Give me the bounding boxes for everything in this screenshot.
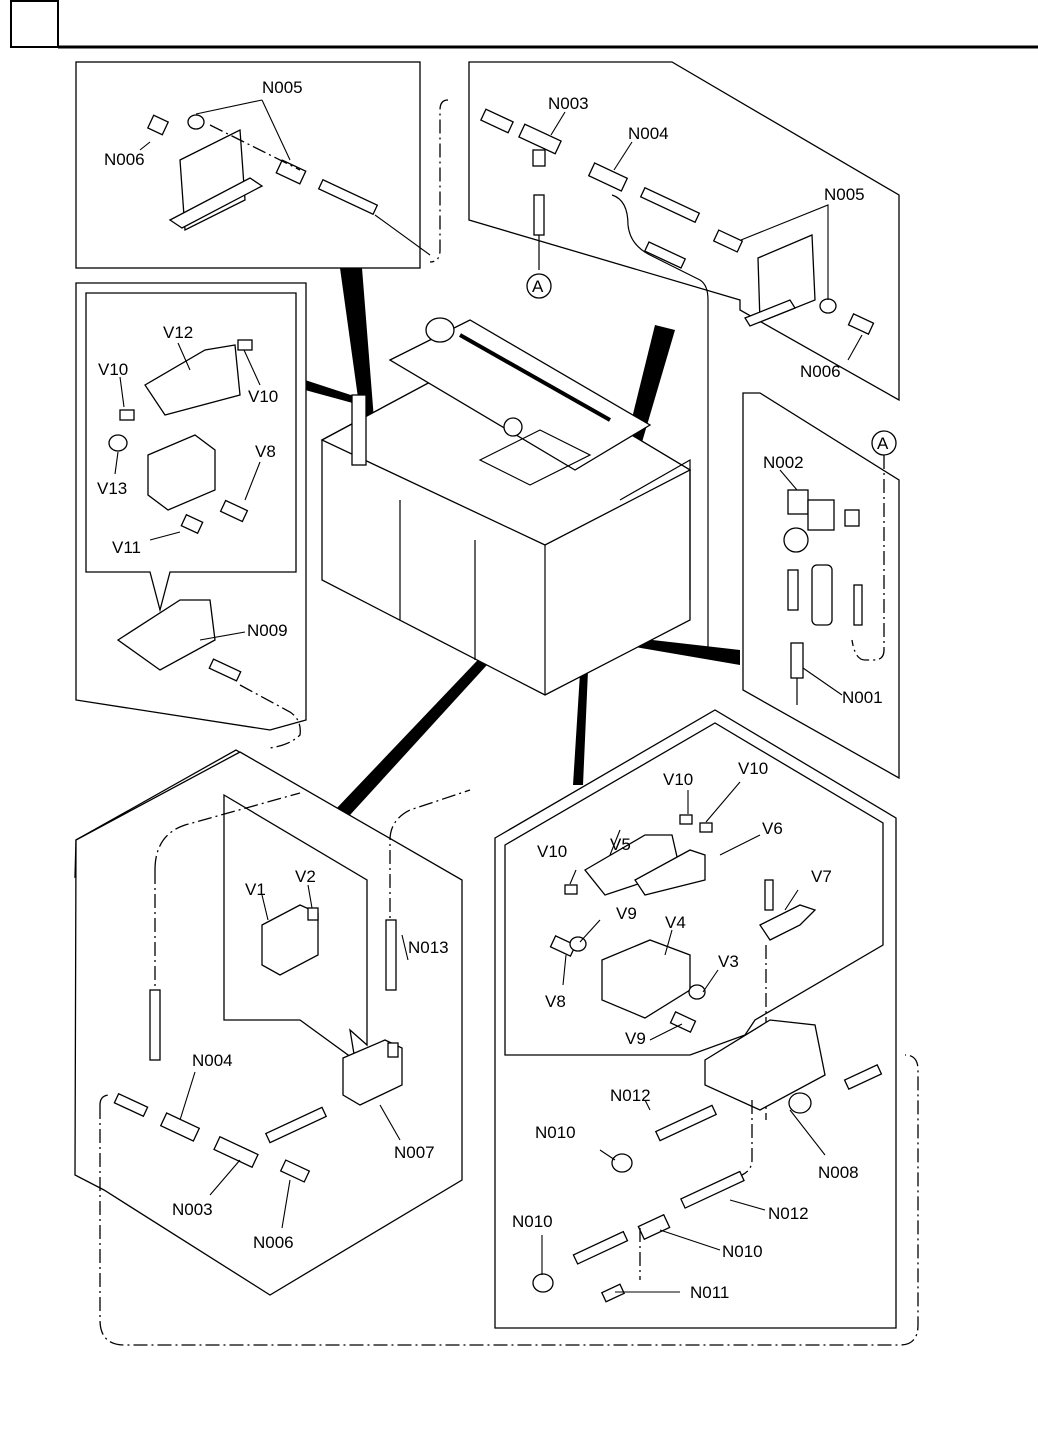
label-v4: V4 bbox=[665, 913, 686, 932]
label-n002: N002 bbox=[763, 453, 804, 472]
filter-bowl bbox=[812, 565, 832, 625]
mount-bracket bbox=[788, 490, 808, 514]
label-n013: N013 bbox=[408, 938, 449, 957]
label-n012a: N012 bbox=[610, 1086, 651, 1105]
label-n009: N009 bbox=[247, 621, 288, 640]
tube-vertical bbox=[534, 195, 544, 235]
regulator-head bbox=[808, 500, 834, 530]
label-n006: N006 bbox=[253, 1233, 294, 1252]
label-n007: N007 bbox=[394, 1143, 435, 1162]
label-n006: N006 bbox=[800, 362, 841, 381]
label-n003: N003 bbox=[172, 1200, 213, 1219]
panel-top-left: N005 N006 bbox=[76, 62, 430, 268]
nut-n005 bbox=[820, 299, 836, 313]
label-n004: N004 bbox=[192, 1051, 233, 1070]
label-v12: V12 bbox=[163, 323, 193, 342]
pulley bbox=[504, 418, 522, 436]
elbow-n010 bbox=[533, 1274, 553, 1292]
label-ref-a: A bbox=[877, 434, 889, 453]
label-n006: N006 bbox=[104, 150, 145, 169]
label-v1: V1 bbox=[245, 880, 266, 899]
label-v11: V11 bbox=[112, 538, 141, 557]
tube-vertical bbox=[150, 990, 160, 1060]
label-n001: N001 bbox=[842, 688, 883, 707]
label-n003: N003 bbox=[548, 94, 589, 113]
label-ref-a: A bbox=[532, 277, 544, 296]
label-v9b: V9 bbox=[625, 1029, 646, 1048]
post bbox=[352, 395, 366, 465]
plug-v13 bbox=[109, 435, 127, 451]
label-n011: N011 bbox=[690, 1283, 729, 1302]
nut-n005 bbox=[188, 115, 204, 129]
label-v10b: V10 bbox=[248, 387, 278, 406]
label-n010b: N010 bbox=[512, 1212, 553, 1231]
elbow-v3 bbox=[689, 985, 705, 999]
elbow-n010 bbox=[612, 1154, 632, 1172]
label-v10a: V10 bbox=[663, 770, 693, 789]
panel-right-regulator: A N002 N001 bbox=[743, 393, 899, 778]
panel-left-valve: V12 V10 V10 V13 V8 V11 N009 bbox=[76, 283, 306, 748]
label-v8: V8 bbox=[255, 442, 276, 461]
tee-stem bbox=[533, 150, 545, 166]
label-v2: V2 bbox=[295, 867, 316, 886]
page-header bbox=[11, 1, 1038, 47]
label-v10b: V10 bbox=[738, 759, 768, 778]
fitting-v9 bbox=[570, 937, 586, 951]
label-v13: V13 bbox=[97, 479, 127, 498]
label-v8: V8 bbox=[545, 992, 566, 1011]
label-v10a: V10 bbox=[98, 360, 128, 379]
label-n010c: N010 bbox=[722, 1242, 763, 1261]
connector-v10 bbox=[700, 823, 712, 832]
label-n010a: N010 bbox=[535, 1123, 576, 1142]
label-n005: N005 bbox=[262, 78, 303, 97]
fitting-v2 bbox=[308, 908, 318, 920]
label-n005: N005 bbox=[824, 185, 865, 204]
motor bbox=[426, 318, 454, 342]
coupler-n001 bbox=[791, 643, 803, 678]
connector-v10 bbox=[238, 340, 252, 350]
elbow bbox=[388, 1043, 398, 1057]
label-n008: N008 bbox=[818, 1163, 859, 1182]
label-v3: V3 bbox=[718, 952, 739, 971]
label-v7: V7 bbox=[811, 867, 832, 886]
machine-frame bbox=[322, 318, 690, 695]
index-box bbox=[11, 1, 58, 47]
label-v10c: V10 bbox=[537, 842, 567, 861]
gauge bbox=[784, 528, 808, 552]
tube bbox=[854, 585, 862, 625]
label-v6: V6 bbox=[762, 819, 783, 838]
screw bbox=[765, 880, 773, 910]
panel-bottom-right: V10 V10 V10 V5 V6 V7 V9 V4 V3 V8 V9 N012… bbox=[495, 710, 896, 1328]
valve-stem bbox=[788, 570, 798, 610]
label-n012b: N012 bbox=[768, 1204, 809, 1223]
connector-v10 bbox=[680, 815, 692, 824]
elbow bbox=[789, 1093, 811, 1113]
label-v5: V5 bbox=[610, 835, 631, 854]
label-n004: N004 bbox=[628, 124, 669, 143]
label-v9a: V9 bbox=[616, 904, 637, 923]
connector-v10 bbox=[565, 885, 577, 894]
tube-n013 bbox=[386, 920, 396, 990]
connector-v10 bbox=[120, 410, 134, 420]
elbow bbox=[845, 510, 859, 526]
